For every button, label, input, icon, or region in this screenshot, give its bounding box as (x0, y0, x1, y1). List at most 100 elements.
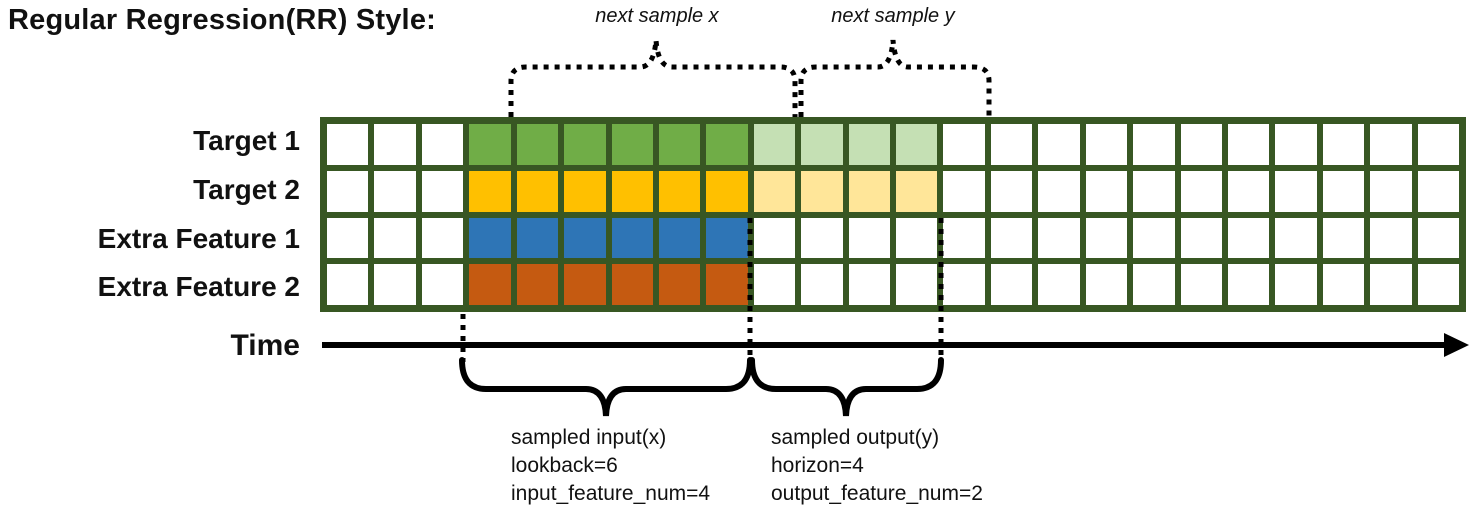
grid-cell (1038, 264, 1080, 305)
grid-cell (1038, 217, 1080, 259)
grid-cell (516, 217, 559, 259)
grid-cell (990, 217, 1033, 259)
grid-cell (1085, 217, 1128, 259)
grid-cell (1322, 124, 1365, 165)
grid-cell (469, 170, 511, 212)
horizon-value: horizon=4 (771, 454, 864, 477)
grid-cell (1227, 170, 1270, 212)
grid-cell (469, 217, 511, 259)
sampled-output-brace (749, 357, 944, 417)
diagram-title: Regular Regression(RR) Style: (8, 4, 436, 36)
grid-cell (848, 170, 890, 212)
grid-cell (848, 264, 890, 305)
grid-cell (706, 170, 748, 212)
grid-cell (516, 264, 559, 305)
next-sample-y-label: next sample y (831, 5, 955, 27)
grid-cell (1322, 217, 1365, 259)
grid-cell (327, 217, 369, 259)
grid-cell (1085, 170, 1128, 212)
grid-cell (1227, 217, 1270, 259)
grid-cell (1133, 124, 1175, 165)
output-feature-num-value: output_feature_num=2 (771, 482, 983, 505)
grid-cell (327, 264, 369, 305)
grid-cell (943, 124, 985, 165)
grid-cell (1085, 124, 1128, 165)
grid-cell (421, 170, 464, 212)
grid-cell (611, 124, 653, 165)
grid-cell (706, 217, 748, 259)
grid-cell (1322, 264, 1365, 305)
grid-cell (1085, 264, 1128, 305)
grid-cell (421, 217, 464, 259)
timeseries-grid (320, 117, 1466, 312)
sampled-output-note: sampled output(y) horizon=4 output_featu… (771, 424, 983, 508)
grid-cell (469, 124, 511, 165)
grid-cell (990, 170, 1033, 212)
grid-cell (374, 124, 416, 165)
grid-cell (1370, 264, 1412, 305)
grid-cell (990, 124, 1033, 165)
row-label-target-2: Target 2 (193, 174, 300, 205)
grid-cell (896, 264, 938, 305)
sampled-input-title: sampled input(x) (511, 426, 667, 449)
grid-cell (564, 264, 606, 305)
lookback-value: lookback=6 (511, 454, 618, 477)
grid-cell (753, 264, 796, 305)
grid-cell (1227, 264, 1270, 305)
grid-cell (611, 264, 653, 305)
sampled-input-brace (459, 357, 753, 417)
grid-cell (1275, 264, 1317, 305)
grid-cell (1133, 264, 1175, 305)
grid-cell (1417, 264, 1459, 305)
time-axis-arrow-head (1444, 333, 1469, 357)
grid-cell (801, 124, 843, 165)
grid-cell (327, 170, 369, 212)
grid-cell (1417, 217, 1459, 259)
grid-cell (327, 124, 369, 165)
sampled-output-title: sampled output(y) (771, 426, 940, 449)
grid-cell (1180, 124, 1222, 165)
grid-cell (1417, 170, 1459, 212)
grid-cell (1370, 124, 1412, 165)
grid-cell (1370, 217, 1412, 259)
grid-cell (374, 170, 416, 212)
grid-cell (943, 217, 985, 259)
grid-cell (658, 264, 701, 305)
grid-cell (801, 264, 843, 305)
grid-cell (564, 217, 606, 259)
grid-cell (1038, 170, 1080, 212)
grid-cell (516, 170, 559, 212)
grid-cell (564, 124, 606, 165)
grid-cell (1275, 170, 1317, 212)
grid-cell (374, 264, 416, 305)
grid-cell (801, 170, 843, 212)
grid-cell (753, 124, 796, 165)
row-label-target-1: Target 1 (193, 125, 300, 156)
grid-cell (896, 124, 938, 165)
grid-cell (611, 170, 653, 212)
grid-cell (516, 124, 559, 165)
row-label-extra-feature-2: Extra Feature 2 (97, 271, 300, 302)
grid-cell (990, 264, 1033, 305)
grid-cell (1275, 217, 1317, 259)
row-label-extra-feature-1: Extra Feature 1 (97, 223, 300, 254)
grid-cell (658, 170, 701, 212)
grid-cell (706, 124, 748, 165)
grid-cell (801, 217, 843, 259)
grid-cell (658, 124, 701, 165)
grid-cell (1180, 217, 1222, 259)
input-feature-num-value: input_feature_num=4 (511, 482, 711, 505)
grid-cell (564, 170, 606, 212)
grid-cell (658, 217, 701, 259)
grid-cell (753, 217, 796, 259)
row-labels: Target 1 Target 2 Extra Feature 1 Extra … (0, 117, 310, 312)
grid-cell (943, 264, 985, 305)
grid-cell (421, 124, 464, 165)
grid-cell (469, 264, 511, 305)
grid-cell (706, 264, 748, 305)
grid-cell (943, 170, 985, 212)
time-axis-label: Time (230, 329, 300, 362)
grid-cell (753, 170, 796, 212)
grid-cell (1275, 124, 1317, 165)
